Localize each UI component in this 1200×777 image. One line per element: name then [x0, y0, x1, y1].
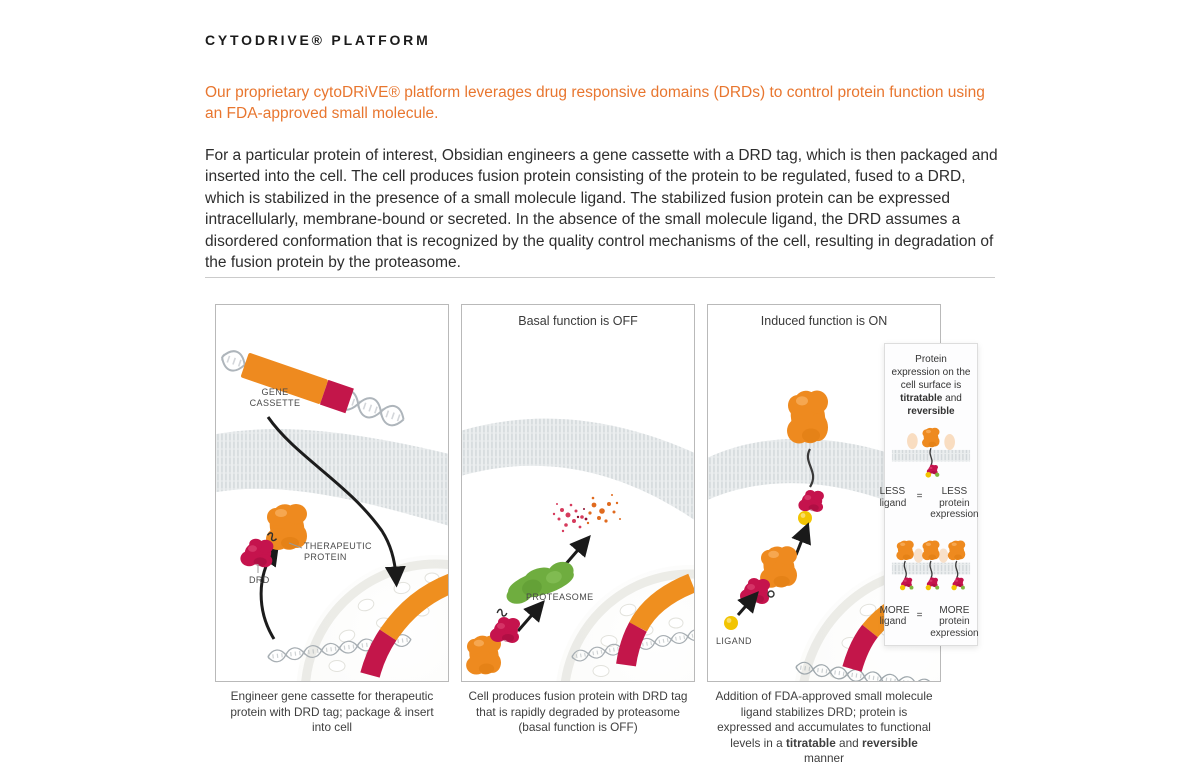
arrow-proteasome-to-scatter-icon [563, 535, 591, 566]
green-speck-icon [935, 585, 940, 590]
less-ligand-text: LESS ligand [879, 486, 907, 509]
more-expression-text: MORE protein expression [930, 604, 979, 639]
bound-ligand-icon [925, 584, 931, 591]
figure-column-2: Basal function is OFF PROTEASOME Cell pr… [461, 304, 695, 736]
drd-blob-icon [740, 578, 770, 604]
membrane-drd-blob-icon [798, 489, 824, 513]
arrow-protein-to-proteasome-icon [516, 600, 545, 632]
expressed-ribbon-icon [360, 573, 448, 678]
basal-off-illustration [462, 418, 694, 681]
gene-cassette-ribbon-icon [241, 353, 354, 414]
section-divider [205, 277, 995, 278]
bound-ligand-icon [925, 471, 932, 478]
green-speck-icon [960, 585, 965, 590]
figure-panel-basal-off: Basal function is OFF PROTEASOME [461, 304, 695, 682]
panel3-title: Induced function is ON [760, 314, 888, 328]
less-expression-text: LESS protein expression [930, 486, 979, 521]
faded-protein-icon [944, 433, 955, 450]
nucleus-icon [556, 565, 694, 681]
arrow-fusion-to-membrane-icon [791, 522, 811, 556]
drd-label: DRD [249, 575, 270, 585]
page-title: CYTODRIVE® PLATFORM [205, 32, 431, 49]
faded-protein-icon [913, 548, 924, 563]
panel3-caption: Addition of FDA-approved small molecule … [715, 689, 933, 765]
more-equation: MORE ligand = MORE protein expression [880, 605, 983, 640]
bound-ligand-icon [951, 584, 957, 591]
faded-protein-icon [907, 433, 918, 450]
more-ligand-illustration [891, 539, 971, 591]
bound-ligand-icon [899, 584, 906, 591]
sidebar-heading: Protein expression on the cell surface i… [891, 354, 971, 417]
intro-paragraph: Our proprietary cytoDRiVE® platform leve… [205, 83, 985, 123]
green-speck-icon [909, 585, 914, 590]
gene-cassette-label: GENE CASSETTE [249, 387, 301, 408]
protein-leader-line [288, 542, 303, 549]
surface-protein-blob-icon [896, 539, 915, 562]
equals-sign: = [916, 609, 923, 621]
surface-protein-blob-icon [921, 539, 941, 562]
less-ligand-illustration [891, 426, 971, 478]
panel1-caption: Engineer gene cassette for therapeutic p… [230, 689, 434, 734]
cell-membrane-icon [462, 418, 694, 520]
expressed-ribbon-icon [616, 573, 694, 667]
faded-protein-icon [938, 548, 949, 563]
nucleus-icon [267, 555, 448, 681]
titratable-sidebar: Protein expression on the cell surface i… [880, 343, 979, 646]
membrane-linker-icon [903, 560, 959, 579]
more-ligand-text: MORE ligand [879, 604, 910, 628]
surface-protein-blob-icon [921, 426, 941, 449]
degron-squiggle-icon [496, 608, 508, 617]
surface-protein-blob-icon [947, 539, 966, 562]
ligand-label: LIGAND [716, 636, 752, 646]
drd-blob-icon [490, 617, 520, 643]
degron-ring-icon [767, 590, 775, 598]
platform-figure: GENE CASSETTE THERAPEUTIC PROTEIN DRD En… [215, 304, 995, 770]
less-equation: LESS ligand = LESS protein expression [880, 486, 983, 521]
cell-membrane-icon [708, 438, 940, 527]
panel2-title: Basal function is OFF [518, 314, 638, 328]
drd-blob-icon [240, 538, 274, 568]
free-ligand-icon [724, 616, 738, 630]
degradation-scatter-icon [552, 494, 621, 533]
membrane-linker-icon [929, 447, 933, 466]
green-speck-icon [935, 472, 940, 477]
proteasome-label: PROTEASOME [526, 592, 594, 602]
arrow-cassette-to-nucleus-icon [266, 416, 406, 588]
surface-protein-blob-icon [786, 387, 830, 447]
arrow-ligand-to-fusion-icon [736, 591, 759, 616]
bound-ligand-icon [798, 511, 812, 525]
gene-cassette-illustration [216, 305, 448, 681]
membrane-linker-icon [806, 448, 815, 488]
therapeutic-protein-label: THERAPEUTIC PROTEIN [304, 541, 372, 562]
equals-sign: = [916, 491, 923, 503]
figure-column-1: GENE CASSETTE THERAPEUTIC PROTEIN DRD En… [215, 304, 449, 736]
panel2-caption: Cell produces fusion protein with DRD ta… [468, 689, 688, 734]
figure-panel-gene-cassette: GENE CASSETTE THERAPEUTIC PROTEIN DRD [215, 304, 449, 682]
body-paragraph: For a particular protein of interest, Ob… [205, 146, 998, 272]
